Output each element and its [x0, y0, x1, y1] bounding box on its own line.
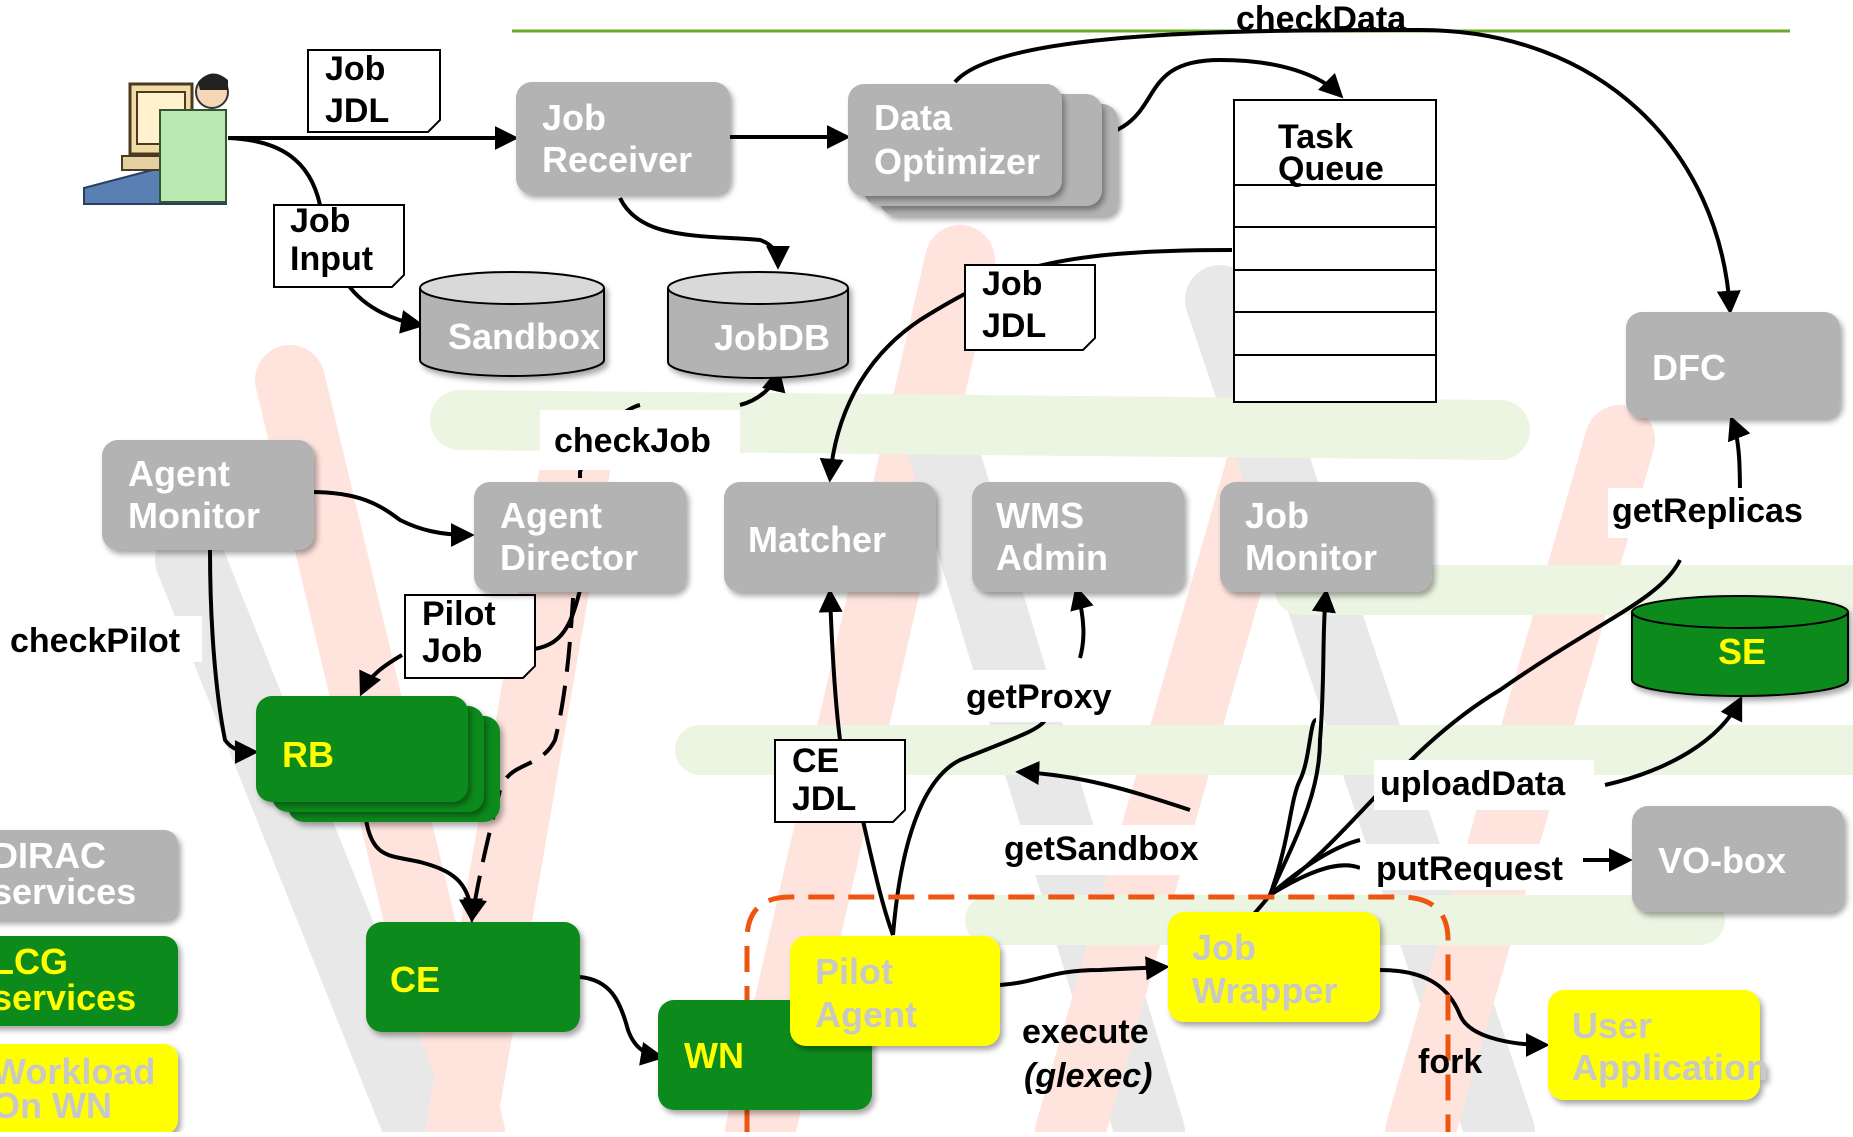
node-agent-director: Agent Director — [474, 482, 686, 592]
db-se: SE — [1631, 595, 1849, 697]
node-data-optimizer-line2: Optimizer — [874, 141, 1040, 182]
node-vo-box: VO-box — [1632, 806, 1844, 912]
node-pilot-agent-line2: Agent — [815, 994, 917, 1035]
node-job-wrapper-line2: Wrapper — [1192, 970, 1337, 1011]
node-agent-director-line1: Agent — [500, 495, 602, 536]
label-upload-data: uploadData — [1380, 765, 1566, 803]
doc-ce-jdl-line2: JDL — [792, 780, 856, 818]
node-user-application: User Application — [1548, 990, 1768, 1100]
task-queue-title-line1: Task — [1278, 118, 1353, 156]
label-glexec: (glexec) — [1024, 1057, 1153, 1095]
label-get-replicas: getReplicas — [1612, 492, 1803, 530]
node-job-receiver-line2: Receiver — [542, 139, 692, 180]
node-wms-admin-line1: WMS — [996, 495, 1084, 536]
legend-dirac-services: DIRAC services — [0, 830, 178, 920]
node-job-monitor-line2: Monitor — [1245, 537, 1377, 578]
label-execute: execute — [1022, 1013, 1149, 1051]
legend-dirac-line1: DIRAC — [0, 835, 106, 876]
doc-job-jdl-matcher-line1: Job — [982, 265, 1042, 303]
node-agent-monitor-line2: Monitor — [128, 495, 260, 536]
label-get-sandbox: getSandbox — [1004, 830, 1199, 868]
label-check-pilot: checkPilot — [10, 622, 180, 660]
label-get-proxy: getProxy — [966, 678, 1112, 716]
legend-workload-on-wn: Workload On WN — [0, 1044, 178, 1134]
legend-workload-line1: Workload — [0, 1051, 155, 1092]
node-wn-label: WN — [684, 1035, 744, 1076]
legend-lcg-line1: LCG — [0, 941, 68, 982]
node-job-wrapper: Job Wrapper — [1168, 912, 1380, 1022]
node-dfc-label: DFC — [1652, 347, 1726, 388]
edge-labels: checkData checkJob checkPilot getReplica… — [6, 0, 1830, 1095]
legend: DIRAC services LCG services Workload On … — [0, 830, 178, 1134]
doc-pilot-job-line2: Job — [422, 632, 482, 670]
doc-job-input-line1: Job — [290, 202, 350, 240]
wn-dashed-boundary — [744, 894, 1451, 1132]
node-agent-director-line2: Director — [500, 537, 638, 578]
user-workstation-icon — [83, 73, 229, 205]
node-matcher: Matcher — [724, 482, 936, 592]
node-data-optimizer: Data Optimizer — [848, 84, 1118, 216]
legend-lcg-services: LCG services — [0, 936, 178, 1026]
node-matcher-label: Matcher — [748, 519, 886, 560]
node-user-application-line1: User — [1572, 1005, 1652, 1046]
node-job-wrapper-line1: Job — [1192, 927, 1256, 968]
node-job-monitor: Job Monitor — [1220, 482, 1432, 592]
label-check-data: checkData — [1236, 0, 1407, 38]
node-agent-monitor: Agent Monitor — [102, 440, 314, 550]
node-wms-admin-line2: Admin — [996, 537, 1108, 578]
doc-job-jdl-matcher-line2: JDL — [982, 307, 1046, 345]
task-queue: Task Queue — [1233, 99, 1437, 403]
doc-pilot-job: Pilot Job — [404, 594, 536, 679]
doc-ce-jdl-line1: CE — [792, 742, 839, 780]
node-job-receiver-line1: Job — [542, 97, 606, 138]
node-user-application-line2: Application — [1572, 1047, 1768, 1088]
task-queue-title-line2: Queue — [1278, 150, 1384, 188]
doc-job-jdl-matcher: Job JDL — [964, 264, 1096, 351]
legend-lcg-line2: services — [0, 977, 136, 1018]
legend-dirac-line2: services — [0, 871, 136, 912]
db-sandbox-label: Sandbox — [448, 316, 600, 357]
doc-job-input-line2: Input — [290, 240, 373, 278]
node-rb-label: RB — [282, 734, 334, 775]
doc-pilot-job-line1: Pilot — [422, 595, 496, 633]
label-check-job: checkJob — [554, 422, 711, 460]
node-job-monitor-line1: Job — [1245, 495, 1309, 536]
node-data-optimizer-line1: Data — [874, 97, 953, 138]
label-put-request: putRequest — [1376, 850, 1563, 888]
node-ce-label: CE — [390, 959, 440, 1000]
doc-job-input: Job Input — [273, 202, 405, 288]
node-wms-admin: WMS Admin — [972, 482, 1184, 592]
db-sandbox: Sandbox — [419, 271, 605, 377]
node-dfc: DFC — [1626, 312, 1840, 418]
node-pilot-agent-line1: Pilot — [815, 951, 893, 992]
node-ce: CE — [366, 922, 580, 1032]
legend-workload-line2: On WN — [0, 1085, 112, 1126]
node-vo-box-label: VO-box — [1658, 840, 1786, 881]
db-jobdb-label: JobDB — [714, 317, 830, 358]
db-se-label: SE — [1718, 631, 1766, 672]
label-fork: fork — [1418, 1043, 1482, 1081]
node-rb: RB — [256, 696, 500, 822]
db-jobdb: JobDB — [667, 271, 849, 379]
doc-job-jdl-line1: Job — [325, 50, 385, 88]
node-job-receiver: Job Receiver — [516, 82, 730, 194]
doc-job-jdl: Job JDL — [307, 49, 441, 133]
doc-ce-jdl: CE JDL — [774, 739, 906, 823]
doc-job-jdl-line2: JDL — [325, 92, 389, 130]
node-pilot-agent: Pilot Agent — [790, 936, 1000, 1046]
node-agent-monitor-line1: Agent — [128, 453, 230, 494]
